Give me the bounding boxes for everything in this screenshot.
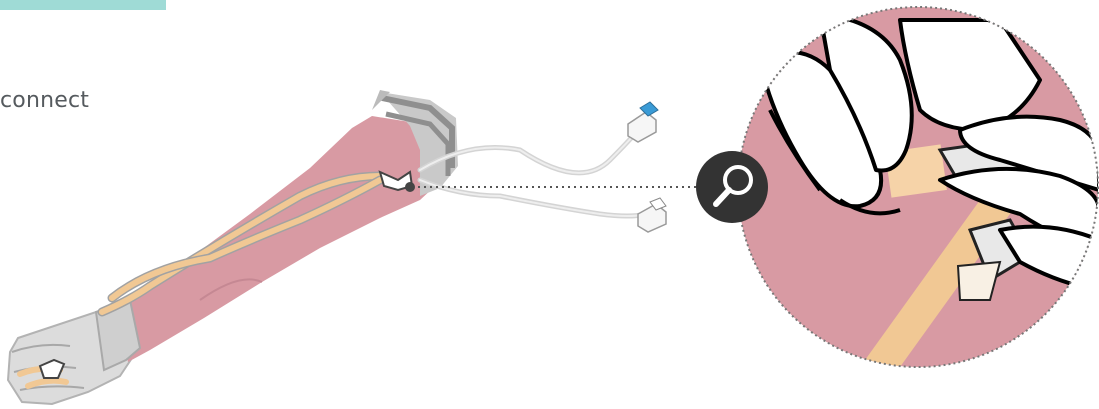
arm-model	[8, 90, 666, 404]
zoom-detail	[738, 7, 1099, 367]
zoom-reference-dot	[405, 182, 415, 192]
arm-skin	[96, 116, 446, 362]
blue-connector-icon	[628, 102, 658, 142]
magnifier-icon	[696, 151, 768, 223]
white-connector-icon	[638, 198, 666, 232]
